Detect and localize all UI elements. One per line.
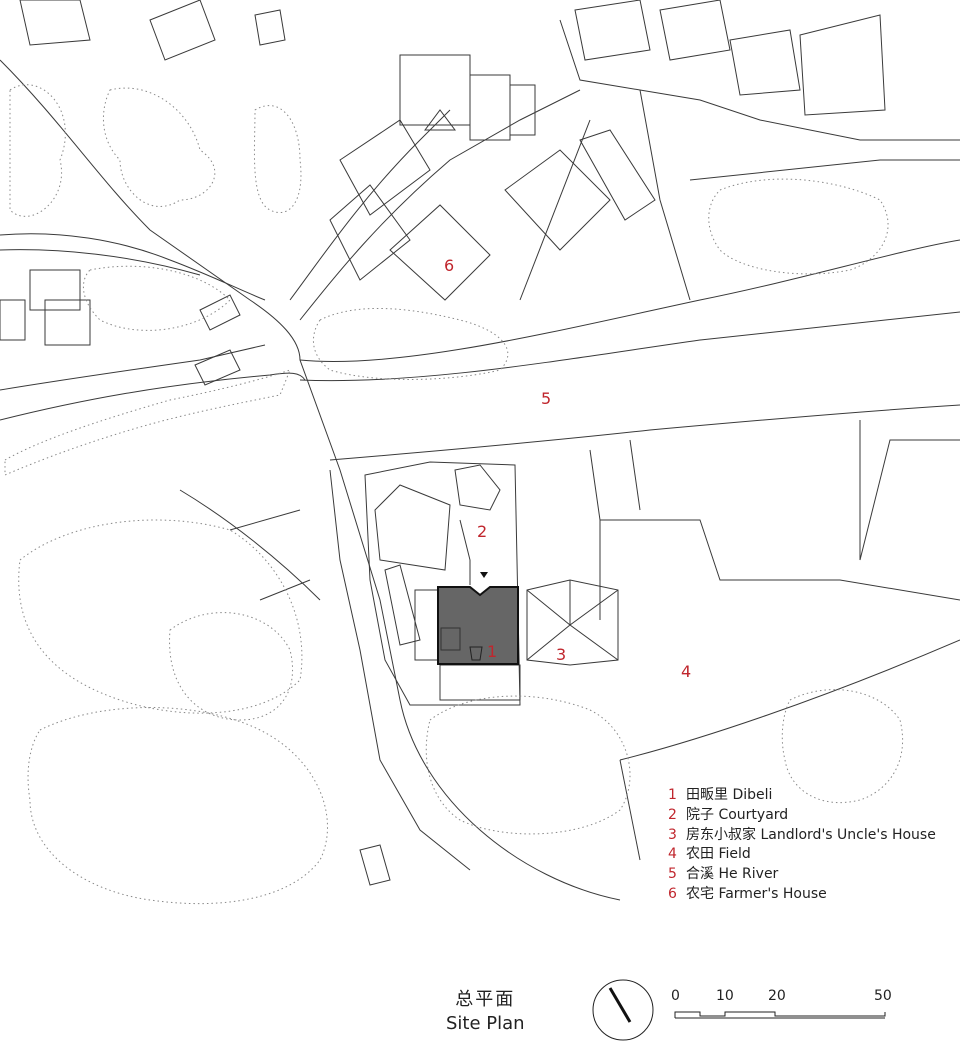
label-river: 5	[541, 389, 551, 408]
road-south	[329, 469, 471, 871]
title-en: Site Plan	[446, 1013, 525, 1034]
river-bank-north	[299, 311, 960, 382]
scale-label-20: 20	[768, 988, 786, 1004]
river-bank-south	[329, 404, 960, 461]
road-west	[0, 344, 266, 391]
site-boundary	[364, 461, 521, 706]
label-farmer-house: 6	[444, 256, 454, 275]
road-upper	[0, 59, 621, 901]
label-uncle-house: 3	[556, 645, 566, 664]
scale-label-10: 10	[716, 988, 734, 1004]
label-dibeli: 1	[487, 642, 497, 661]
scale-label-0: 0	[671, 988, 680, 1004]
road-sw	[179, 489, 321, 601]
road-west-2	[0, 372, 306, 421]
dibeli-building	[437, 586, 519, 665]
entry-arrow-icon	[480, 572, 488, 578]
uncle-house	[526, 579, 619, 666]
scale-bar	[674, 1011, 886, 1019]
north-arrow-icon	[592, 979, 654, 1041]
drawing-title: 总平面 Site Plan	[446, 985, 525, 1034]
label-courtyard: 2	[477, 522, 487, 541]
scale-label-50: 50	[874, 988, 892, 1004]
road-upper-edge	[299, 239, 960, 363]
title-zh: 总平面	[455, 989, 516, 1010]
label-field: 4	[681, 662, 691, 681]
